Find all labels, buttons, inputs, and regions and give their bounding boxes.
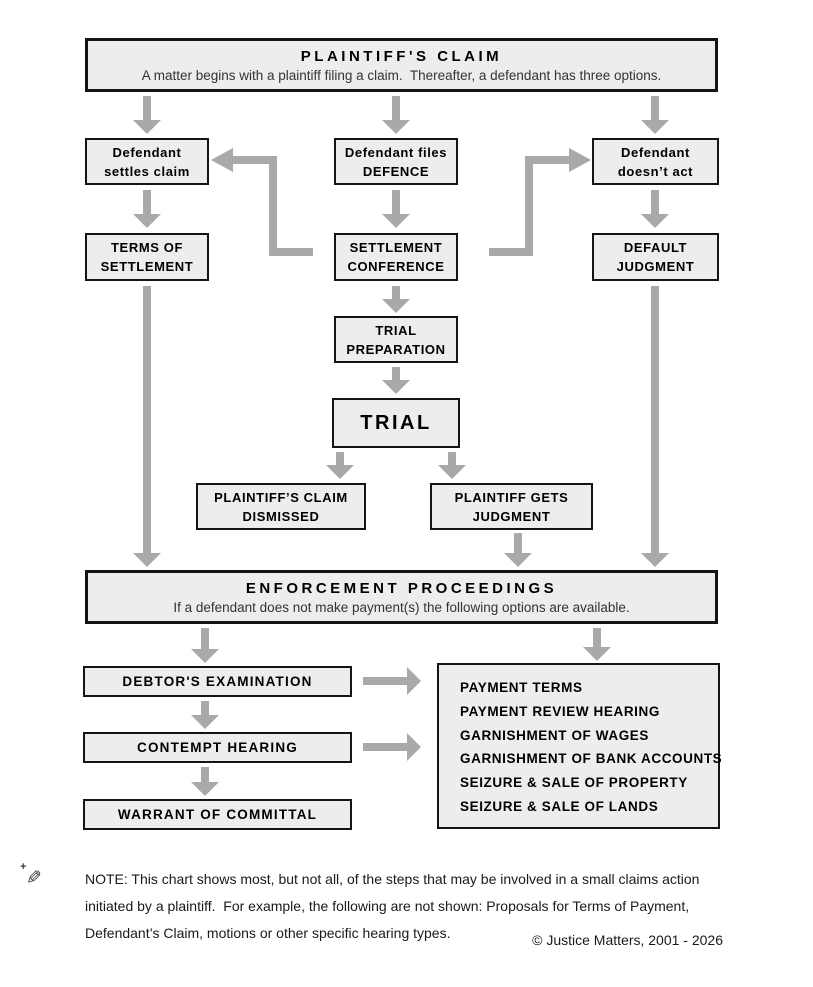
note-line: NOTE: This chart shows most, but not all… [85, 871, 700, 887]
arrow-left-icon [211, 148, 233, 172]
connector-segment [269, 156, 277, 256]
arrow-down-icon [583, 628, 611, 661]
arrow-down-icon [133, 190, 161, 228]
arrow-down-icon [133, 286, 161, 567]
arrow-down-icon [133, 96, 161, 134]
arrow-down-icon [191, 701, 219, 729]
enforcement-options-list: PAYMENT TERMS PAYMENT REVIEW HEARING GAR… [439, 665, 723, 819]
enforcement-proceedings-banner: ENFORCEMENT PROCEEDINGS If a defendant d… [85, 570, 718, 624]
node-settlement-conference: SETTLEMENT CONFERENCE [334, 233, 458, 281]
copyright-text: © Justice Matters, 2001 - 2026 [532, 932, 723, 948]
plaintiffs-claim-subtitle: A matter begins with a plaintiff filing … [141, 68, 662, 83]
node-trial-preparation: TRIAL PREPARATION [334, 316, 458, 363]
node-plaintiff-gets-judgment: PLAINTIFF GETS JUDGMENT [430, 483, 593, 530]
arrow-down-icon [641, 96, 669, 134]
arrow-down-icon [382, 96, 410, 134]
list-item: SEIZURE & SALE OF PROPERTY [460, 775, 688, 791]
node-trial: TRIAL [332, 398, 460, 448]
node-warrant-of-committal: WARRANT OF COMMITTAL [83, 799, 352, 830]
arrow-down-icon [438, 452, 466, 479]
node-defendant-settles-claim: Defendant settles claim [85, 138, 209, 185]
node-plaintiffs-claim-dismissed: PLAINTIFF’S CLAIM DISMISSED [196, 483, 366, 530]
connector-segment [269, 248, 313, 256]
arrow-down-icon [191, 628, 219, 663]
arrow-down-icon [641, 286, 669, 567]
arrow-down-icon [504, 533, 532, 567]
list-item: PAYMENT TERMS [460, 680, 583, 695]
arrow-right-icon [363, 667, 421, 695]
arrow-down-icon [326, 452, 354, 479]
list-item: GARNISHMENT OF BANK ACCOUNTS [460, 751, 723, 767]
arrow-down-icon [382, 367, 410, 394]
pen-icon: ✎ + [20, 861, 52, 896]
node-defendant-doesnt-act: Defendant doesn’t act [592, 138, 719, 185]
note-line: initiated by a plaintiff. For example, t… [85, 898, 690, 914]
connector-segment [525, 156, 569, 164]
node-terms-of-settlement: TERMS OF SETTLEMENT [85, 233, 209, 281]
list-item: GARNISHMENT OF WAGES [460, 727, 650, 743]
node-debtors-examination: DEBTOR'S EXAMINATION [83, 666, 352, 697]
connector-segment [525, 156, 533, 256]
arrow-down-icon [382, 286, 410, 313]
node-default-judgment: DEFAULT JUDGMENT [592, 233, 719, 281]
list-item: SEIZURE & SALE OF LANDS [460, 798, 659, 814]
note-text: NOTE: This chart shows most, but not all… [85, 866, 699, 947]
pen-glyph: ✎ [26, 868, 42, 889]
connector-segment [489, 248, 533, 256]
list-item: PAYMENT REVIEW HEARING [460, 703, 660, 719]
arrow-down-icon [382, 190, 410, 228]
note-line: Defendant’s Claim, motions or other spec… [85, 925, 451, 941]
connector-segment [233, 156, 277, 164]
enforcement-title: ENFORCEMENT PROCEEDINGS [245, 580, 558, 597]
arrow-right-icon [569, 148, 591, 172]
sparkle-icon: + [20, 861, 27, 873]
arrow-down-icon [641, 190, 669, 228]
enforcement-options-box: PAYMENT TERMS PAYMENT REVIEW HEARING GAR… [437, 663, 723, 829]
node-contempt-hearing: CONTEMPT HEARING [83, 732, 352, 763]
plaintiffs-claim-banner: PLAINTIFF'S CLAIM A matter begins with a… [85, 38, 718, 92]
plaintiffs-claim-title: PLAINTIFF'S CLAIM [300, 48, 503, 65]
enforcement-subtitle: If a defendant does not make payment(s) … [173, 600, 630, 615]
arrow-down-icon [191, 767, 219, 796]
node-defendant-files-defence: Defendant files DEFENCE [334, 138, 458, 185]
arrow-right-icon [363, 733, 421, 761]
